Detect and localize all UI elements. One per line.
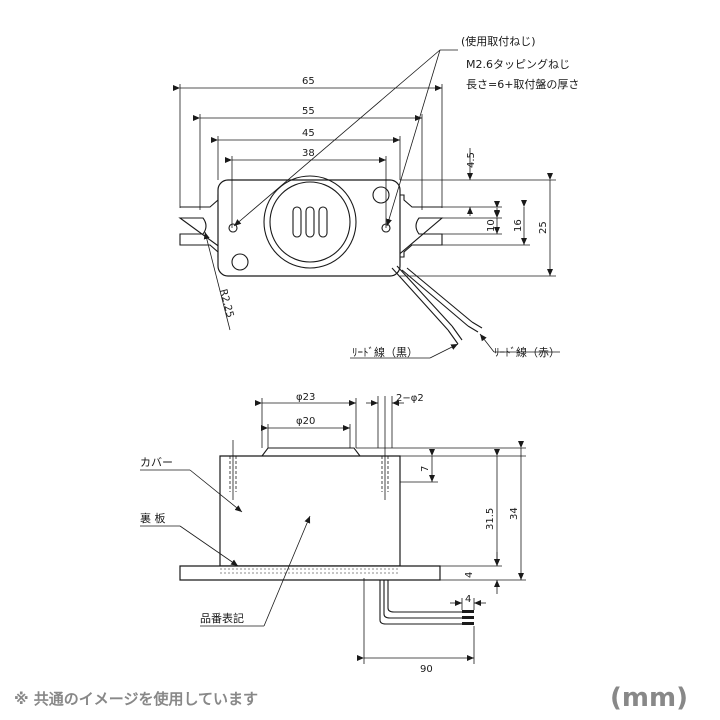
dim-31-5: 31.5 [485,508,496,530]
dim-16: 16 [513,219,524,232]
dim-phi20: φ20 [296,416,315,427]
lead-tip [462,622,474,625]
dim-4-5: 4.5 [466,152,477,168]
dim-55: 55 [302,106,315,117]
dim-4-flange: 4 [464,572,475,578]
unit-label: (mm) [610,683,688,713]
speaker-inner-circle [269,181,351,263]
dim-10: 10 [486,219,497,232]
lead-black-label: ﾘｰﾄﾞ線（黒） [352,345,418,359]
mounting-hole [228,223,238,233]
lead-red-label: ﾘｰﾄﾞ線（赤） [494,345,560,359]
dim-65: 65 [302,76,315,87]
top-body [217,179,401,277]
dim-38: 38 [302,148,315,159]
body-hole [231,253,249,271]
dim-holes: 2−φ2 [396,393,424,404]
speaker-slot [292,206,302,238]
mounting-flange-right [394,194,444,258]
cover-label: カバー [140,456,173,469]
speaker-slot [305,206,315,238]
speaker-dome [261,447,361,457]
side-view [140,396,526,664]
radius-label: R2.25 [217,288,235,319]
screw-callout-length: 長さ=6+取付盤の厚さ [466,78,579,91]
dim-7: 7 [420,466,431,472]
screw-callout-spec: M2.6タッピングねじ [466,57,570,71]
speaker-slot [318,206,328,238]
speaker-outer-circle [263,175,357,269]
lead-tip [462,616,474,619]
body-hole [372,186,390,204]
lead-tip [462,610,474,613]
lead-wire-tip [447,325,463,345]
back-plate-label: 裏 板 [140,511,166,525]
side-lead-wires [379,580,462,625]
dim-phi23: φ23 [296,392,315,403]
cover-body [219,455,401,567]
part-number-label: 品番表記 [200,611,244,625]
top-view [173,49,560,359]
dim-25: 25 [538,221,549,234]
dim-34: 34 [509,507,520,520]
footer-note: ※ 共通のイメージを使用しています [14,690,258,708]
dim-lead-4: 4 [465,594,471,605]
lead-wire-red [401,267,473,327]
back-plate-hatch [220,567,400,575]
lead-wire-tip [467,321,483,333]
dim-lead-90: 90 [420,664,433,675]
screw-callout-title: (使用取付ねじ) [461,35,536,48]
dim-45: 45 [302,128,315,139]
